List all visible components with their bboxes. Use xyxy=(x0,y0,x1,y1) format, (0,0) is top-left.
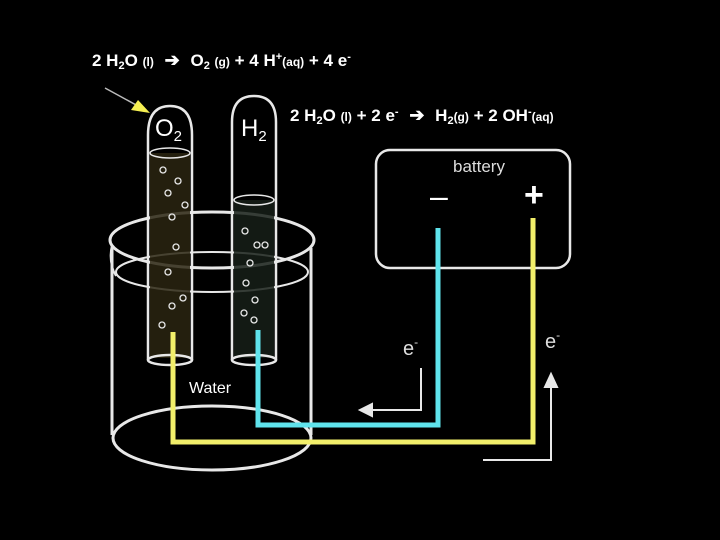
battery-label: battery xyxy=(453,157,505,176)
h2-tube-mouth xyxy=(230,353,278,367)
water-surface xyxy=(115,251,309,293)
o2-tube-label: O2 xyxy=(155,115,183,145)
beaker-lip xyxy=(109,244,117,277)
electron-label-left: e- xyxy=(403,335,419,360)
bubble xyxy=(174,177,182,185)
h2-gas-top xyxy=(233,194,275,206)
test-tube-o2 xyxy=(146,104,194,367)
o2-tube-mouth xyxy=(146,353,194,367)
pointer-arrow-line xyxy=(104,87,139,107)
bubble xyxy=(241,227,249,235)
reaction-arrow-icon: ➔ xyxy=(164,50,180,70)
beaker-base xyxy=(111,404,313,472)
o2-gas-top xyxy=(149,147,191,159)
battery-negative-terminal: – xyxy=(430,178,448,214)
electron-label-right: e- xyxy=(545,328,561,353)
bubble xyxy=(240,309,248,317)
electron-arrow-right xyxy=(483,371,559,461)
reaction-arrow-icon: ➔ xyxy=(409,105,425,125)
cathode-equation: 2 H2O (l) + 2 e- ➔ H2(g) + 2 OH-(aq) xyxy=(290,105,554,127)
o2-gas-fill xyxy=(150,153,190,358)
beaker-rim xyxy=(108,210,316,270)
bubble xyxy=(164,189,172,197)
test-tube-h2 xyxy=(230,94,278,367)
bubble xyxy=(179,294,187,302)
bubble xyxy=(158,321,166,329)
bubble xyxy=(242,279,250,287)
h2-tube-label: H2 xyxy=(241,115,267,145)
anode-wire xyxy=(170,218,536,445)
bubble xyxy=(246,259,254,267)
bubble xyxy=(159,166,167,174)
h2-gas-fill xyxy=(234,200,274,358)
bubble xyxy=(253,241,261,249)
bubble xyxy=(168,213,176,221)
cathode-wire xyxy=(255,228,441,428)
battery-positive-terminal: + xyxy=(524,176,544,214)
bubbles xyxy=(158,166,269,329)
beaker xyxy=(108,210,316,472)
anode-equation: 2 H2O (l) ➔ O2 (g) + 4 H+(aq) + 4 e- xyxy=(92,50,351,72)
water-label: Water xyxy=(189,380,232,397)
bubble xyxy=(168,302,176,310)
electron-arrow-left xyxy=(357,368,422,418)
battery-box xyxy=(374,148,572,270)
pointer-arrowhead xyxy=(131,100,150,113)
bubble xyxy=(164,268,172,276)
bubble xyxy=(181,201,189,209)
bubble xyxy=(172,243,180,251)
bubble xyxy=(250,316,258,324)
bubble xyxy=(251,296,259,304)
bubble xyxy=(261,241,269,249)
